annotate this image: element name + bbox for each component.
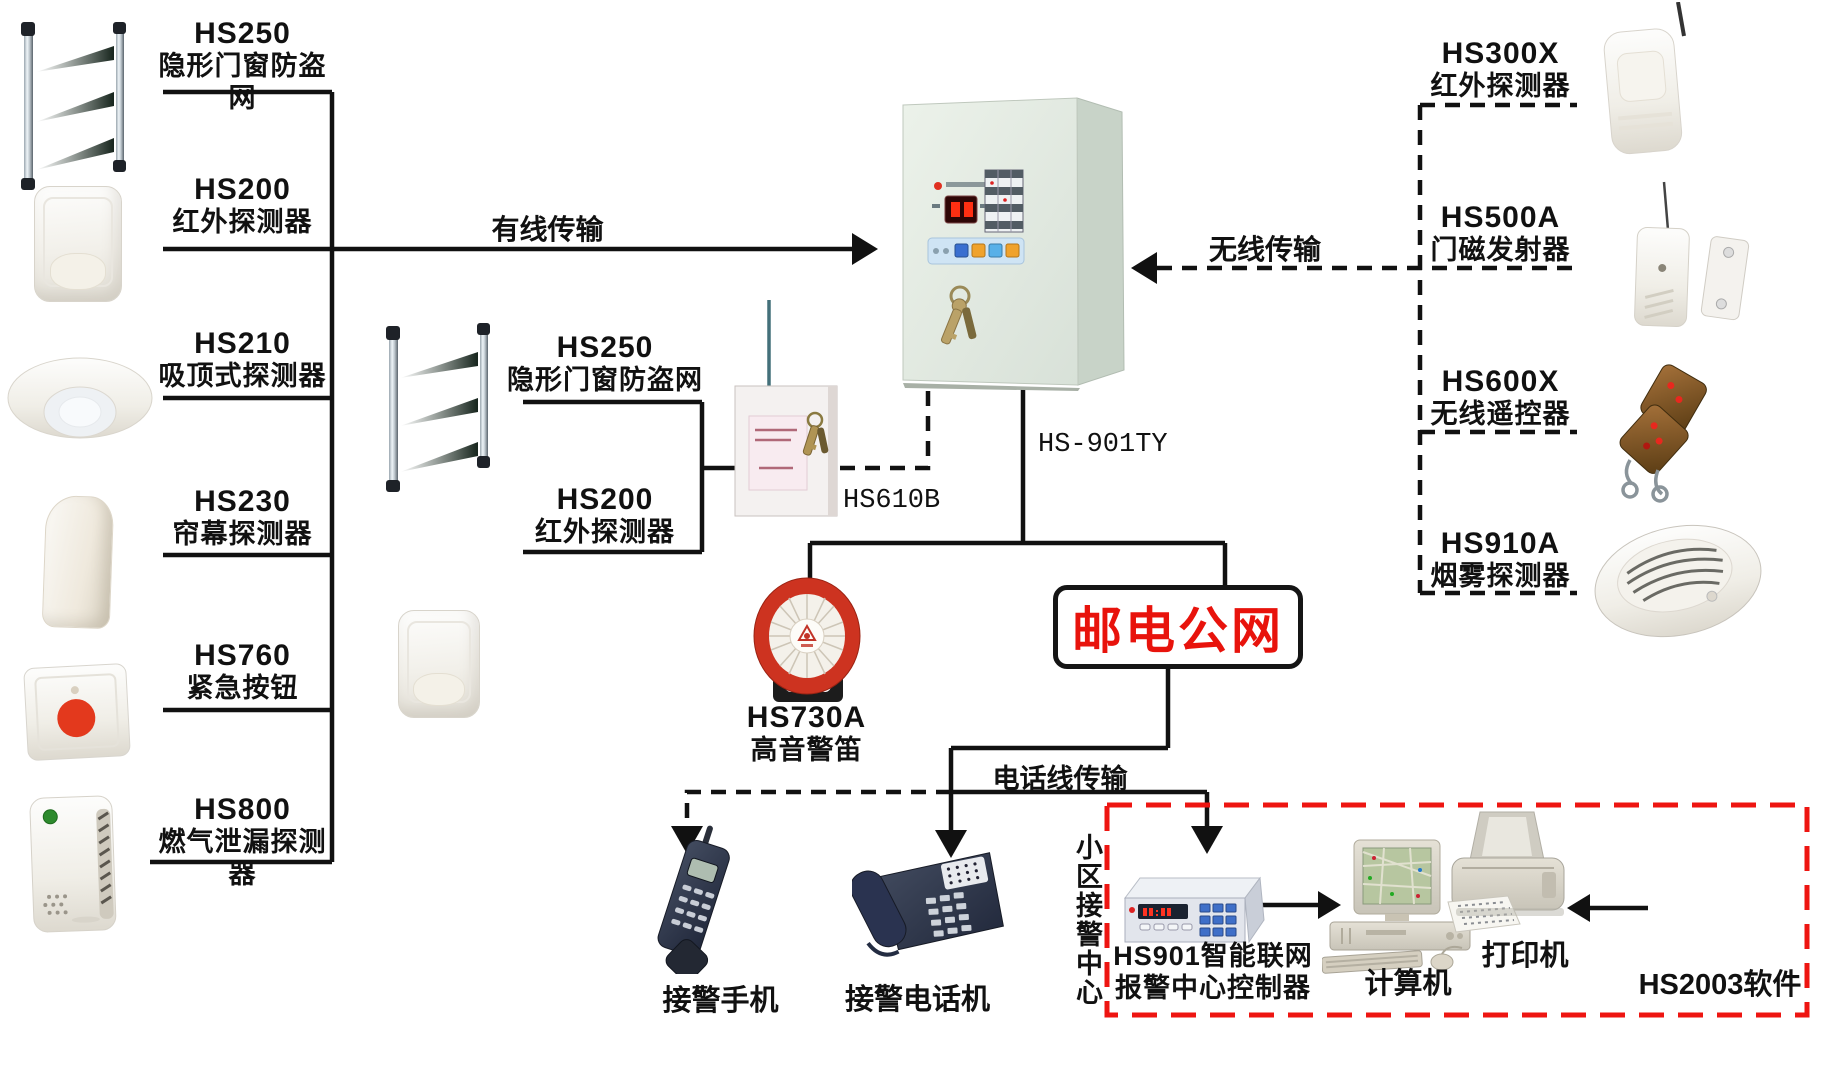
label-cell-phone: 接警手机 [662, 985, 779, 1017]
smoke-detector-image-hs910a [1588, 515, 1770, 653]
label-hs800: HS800 燃气泄漏探测器 [158, 793, 327, 889]
middle-group-lines [523, 399, 738, 555]
label-community-alarm-center: 小区接警中心 [1072, 833, 1102, 1007]
phone-line-links [948, 660, 1210, 834]
repeater-hs610b-image [733, 298, 845, 520]
alarm-center-red-box [1104, 802, 1810, 1018]
label-hs500a: HS500A 门磁发射器 [1430, 201, 1571, 266]
label-hs250-middle: HS250 隐形门窗防盗网 [507, 331, 703, 396]
label-wireless-transmission: 无线传输 [1208, 234, 1321, 265]
left-bus-lines [150, 89, 853, 865]
to-computer-arrowhead [1318, 891, 1341, 919]
cellphone-arrowhead [671, 826, 703, 854]
printer-image [1446, 810, 1576, 944]
label-hs230: HS230 帘幕探测器 [172, 485, 313, 550]
remote-control-image-hs600x [1600, 352, 1712, 504]
label-siren: HS730A 高音警笛 [746, 701, 867, 766]
label-software: HS2003软件 [1638, 969, 1802, 1001]
ceiling-detector-image [5, 348, 155, 460]
pir-detector-image-hs200 [34, 186, 122, 302]
label-hs600x: HS600X 无线遥控器 [1430, 365, 1571, 430]
beam-detector-image-left [12, 20, 142, 192]
label-phone-line-transmission: 电话线传输 [992, 764, 1128, 794]
curtain-detector-image [41, 494, 115, 630]
label-hs610b: HS610B [843, 486, 941, 516]
siren-image [753, 574, 863, 712]
label-hs901-controller: HS901智能联网 报警中心控制器 [1113, 941, 1313, 1003]
public-network-box: 邮电公网 [1053, 585, 1303, 669]
label-hs300x: HS300X 红外探测器 [1430, 37, 1571, 102]
label-hs760: HS760 紧急按钮 [186, 639, 299, 704]
wireless-dashed-lines [1157, 102, 1577, 596]
computer-image [1322, 838, 1494, 974]
label-desk-telephone: 接警电话机 [844, 984, 990, 1016]
label-hs901ty: HS-901TY [1038, 430, 1168, 460]
emergency-button-image [18, 660, 138, 766]
label-hs200-left: HS200 红外探测器 [172, 173, 313, 238]
telephone-arrowhead [935, 830, 967, 858]
label-hs250-left: HS250 隐形门窗防盗网 [158, 17, 327, 113]
panel-output-lines [807, 388, 1228, 585]
wireless-pir-image-hs300x [1592, 2, 1700, 160]
repeater-dashed-link [840, 390, 931, 471]
pir-detector-image-middle [398, 610, 480, 718]
label-hs200-middle: HS200 红外探测器 [535, 483, 675, 548]
beam-detector-image-middle [378, 320, 503, 495]
cellphone-dashed-link [684, 789, 951, 830]
wireless-arrowhead [1131, 252, 1157, 284]
to-printer-arrowhead [1567, 894, 1590, 922]
label-computer: 计算机 [1364, 968, 1452, 1000]
gas-leak-detector-image [22, 792, 126, 940]
label-wired-transmission: 有线传输 [491, 214, 604, 245]
network-controller-image-hs901 [1118, 872, 1268, 948]
desk-telephone-image [852, 842, 1007, 962]
public-network-text: 邮电公网 [1072, 603, 1284, 659]
door-magnet-transmitter-image-hs500a [1622, 180, 1757, 332]
label-printer: 打印机 [1481, 940, 1569, 972]
wired-arrowhead [852, 233, 878, 265]
controller-arrowhead [1191, 826, 1223, 854]
main-control-panel-image [898, 92, 1130, 394]
label-hs210: HS210 吸顶式探测器 [158, 327, 327, 392]
cell-phone-image [638, 822, 753, 974]
label-hs910a: HS910A 烟雾探测器 [1430, 527, 1571, 592]
